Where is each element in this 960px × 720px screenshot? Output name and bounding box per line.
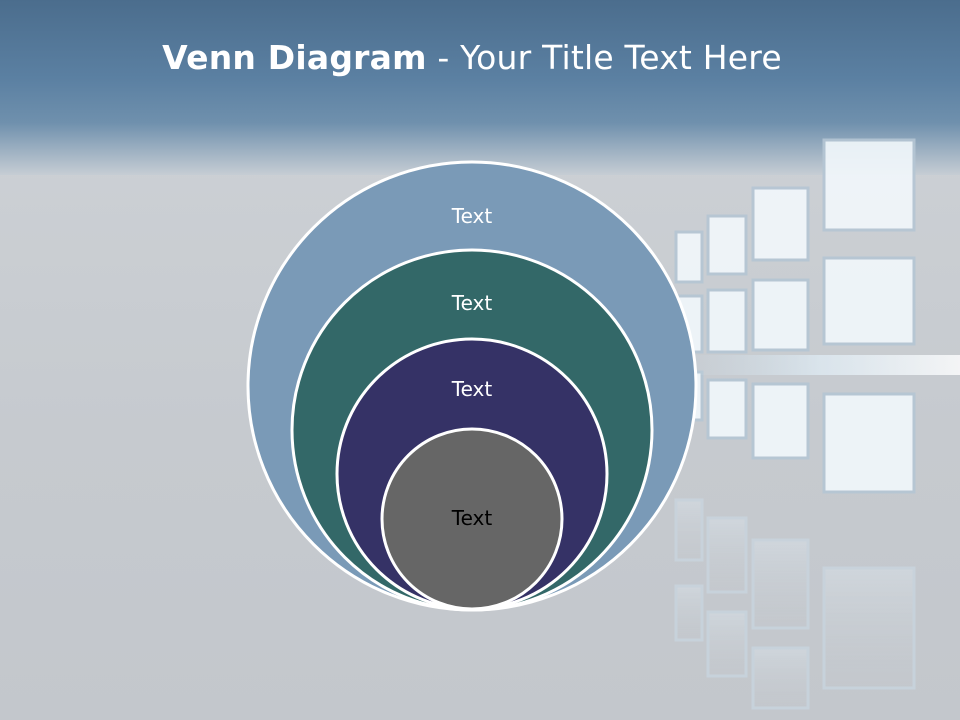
ring-inner-label: Text — [451, 506, 493, 530]
ring-outer-label: Text — [451, 204, 493, 228]
title-rest: - Your Title Text Here — [426, 38, 782, 77]
slide-title: Venn Diagram - Your Title Text Here — [0, 38, 944, 77]
title-bold: Venn Diagram — [162, 38, 427, 77]
header-band — [0, 0, 960, 175]
ring-second-label: Text — [451, 291, 493, 315]
ring-inner — [380, 427, 564, 611]
ring-third-label: Text — [451, 377, 493, 401]
